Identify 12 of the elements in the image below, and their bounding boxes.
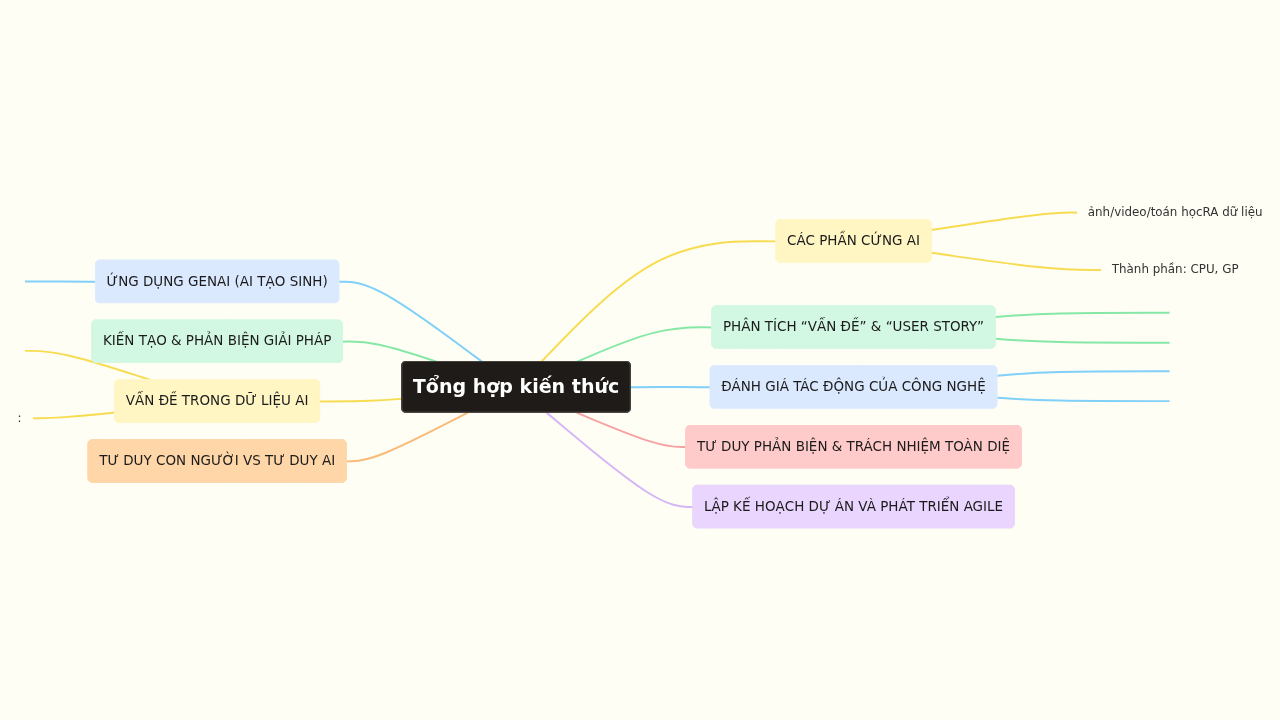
node-text: : <box>17 410 22 425</box>
connector <box>338 280 484 363</box>
node-text: Thành phần: CPU, GP <box>1111 262 1239 277</box>
connector <box>996 370 1171 377</box>
connector <box>345 411 469 463</box>
connector <box>24 280 97 283</box>
connector <box>996 396 1171 403</box>
connector <box>930 251 1103 272</box>
connector <box>994 311 1171 319</box>
connector <box>930 211 1079 231</box>
connector <box>994 337 1171 344</box>
node-text: ảnh/video/toán họcRA dữ liệu <box>1087 204 1263 220</box>
